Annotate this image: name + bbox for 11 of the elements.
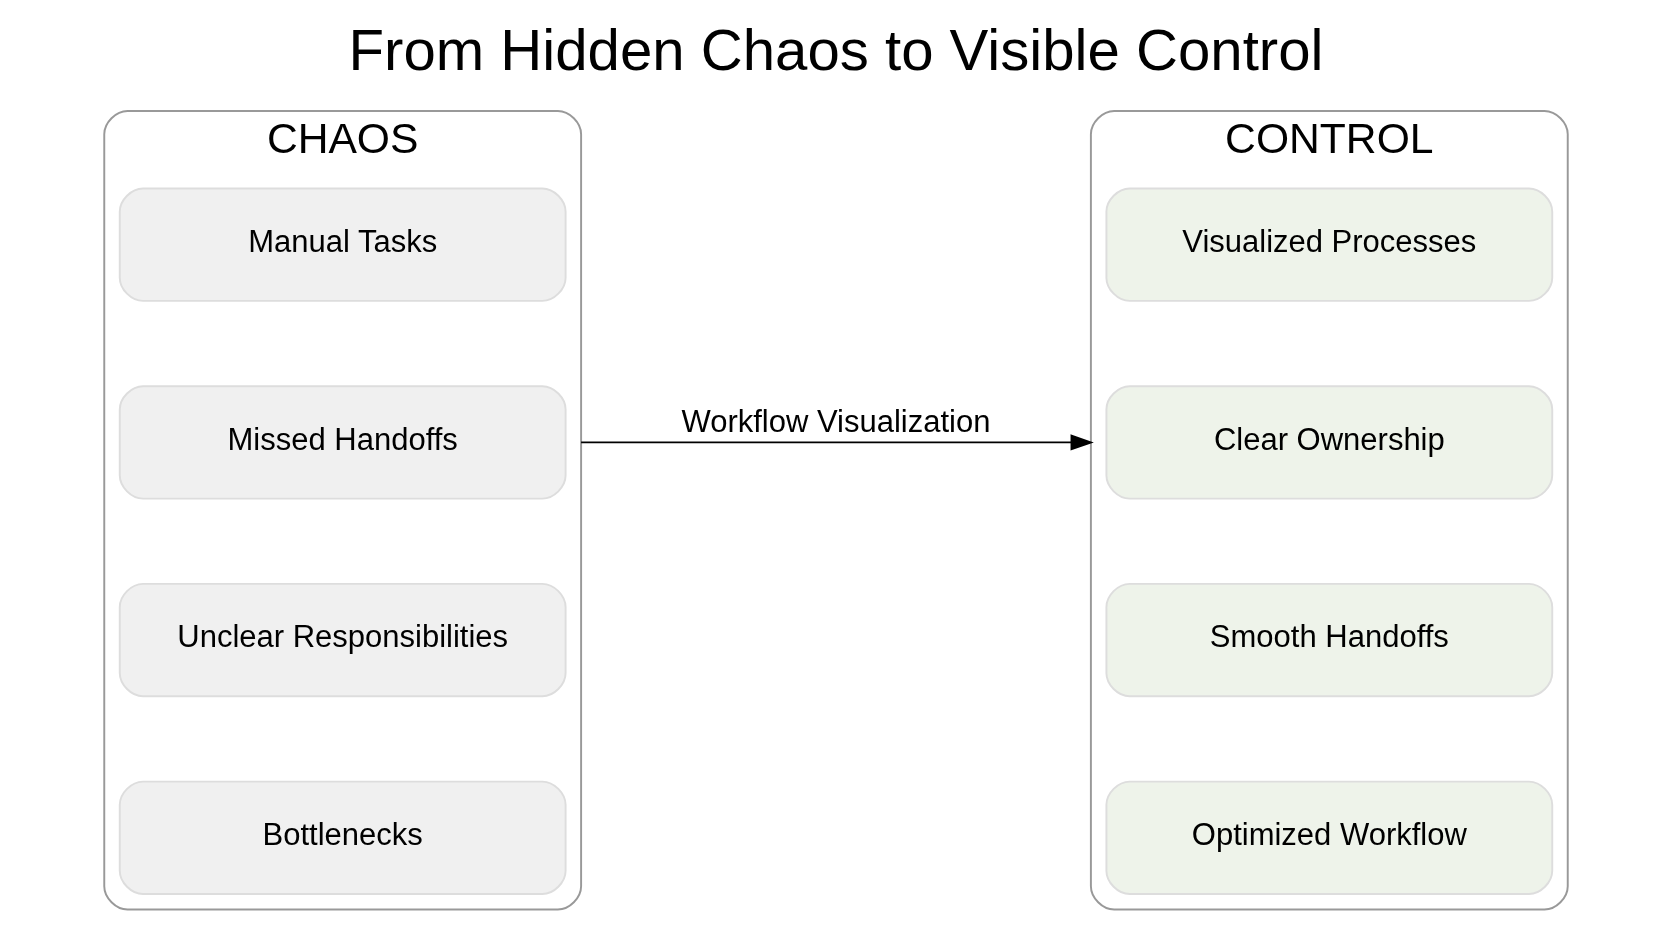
diagram-title: From Hidden Chaos to Visible Control	[348, 17, 1324, 83]
arrow	[580, 434, 1094, 451]
node-box: Manual Tasks	[118, 187, 567, 302]
node-box: Bottlenecks	[118, 780, 567, 895]
node-box: Smooth Handoffs	[1105, 582, 1554, 698]
node-box: Clear Ownership	[1105, 385, 1554, 500]
edge-label: Workflow Visualization	[681, 404, 991, 440]
node-box: Visualized Processes	[1105, 187, 1554, 302]
node-box: Unclear Responsibilities	[118, 582, 567, 698]
node-box: Optimized Workflow	[1105, 780, 1554, 895]
node-box: Missed Handoffs	[118, 385, 567, 500]
